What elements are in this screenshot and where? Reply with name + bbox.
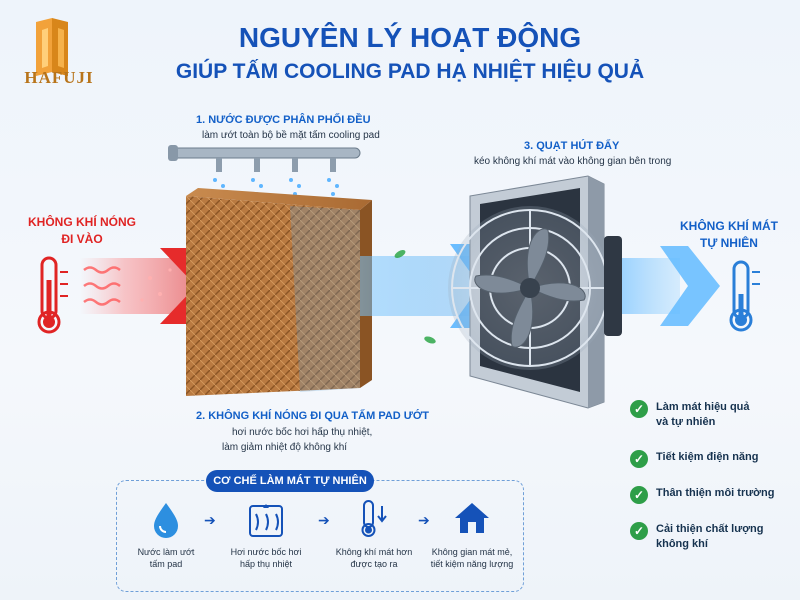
check-icon: ✓ <box>630 400 648 418</box>
check-icon: ✓ <box>630 450 648 468</box>
arrow-right-icon: ➔ <box>418 512 430 528</box>
step3-desc: kéo không khí mát vào không gian bên tro… <box>474 156 672 167</box>
mechanism-caption: Không gian mát mẻ,tiết kiệm năng lượng <box>430 547 514 569</box>
step3-title: 3. QUẠT HÚT ĐẨY <box>524 140 620 152</box>
arrow-right-icon: ➔ <box>204 512 216 528</box>
page-subtitle: GIÚP TẤM COOLING PAD HẠ NHIỆT HIỆU QUẢ <box>175 60 645 83</box>
exhaust-fan <box>448 175 622 409</box>
cooling-pad <box>186 188 372 396</box>
step1-desc: làm ướt toàn bộ bề mặt tấm cooling pad <box>202 130 380 141</box>
cool-thermometer-icon <box>729 260 760 332</box>
benefit-item: ✓ Thân thiện môi trường <box>630 486 790 504</box>
step2-desc-line2: làm giảm nhiệt độ không khí <box>222 442 348 453</box>
heat-absorb-icon <box>249 504 283 537</box>
step2-title: 2. KHÔNG KHÍ NÓNG ĐI QUA TẤM PAD ƯỚT <box>196 410 430 422</box>
check-icon: ✓ <box>630 522 648 540</box>
step1-title: 1. NƯỚC ĐƯỢC PHÂN PHỐI ĐỀU <box>196 114 371 126</box>
cool-air-label: KHÔNG KHÍ MÁT TỰ NHIÊN <box>680 219 778 250</box>
arrow-right-icon: ➔ <box>318 512 330 528</box>
hot-air-label: KHÔNG KHÍ NÓNG ĐI VÀO <box>28 215 136 246</box>
house-icon <box>455 503 489 533</box>
hot-thermometer-icon <box>37 256 68 334</box>
mechanism-title: CƠ CHẾ LÀM MÁT TỰ NHIÊN <box>206 470 374 492</box>
hafuji-logo <box>36 18 68 76</box>
brand-name: HAFUJI <box>24 68 94 87</box>
step2-desc-line1: hơi nước bốc hơi hấp thụ nhiệt, <box>232 427 373 438</box>
benefit-item: ✓ Tiết kiệm điện năng <box>630 450 790 468</box>
page-title: NGUYÊN LÝ HOẠT ĐỘNG <box>238 22 582 53</box>
check-icon: ✓ <box>630 486 648 504</box>
water-drop-icon <box>154 503 178 538</box>
thermometer-down-icon <box>361 500 387 537</box>
water-pipe <box>168 145 361 196</box>
